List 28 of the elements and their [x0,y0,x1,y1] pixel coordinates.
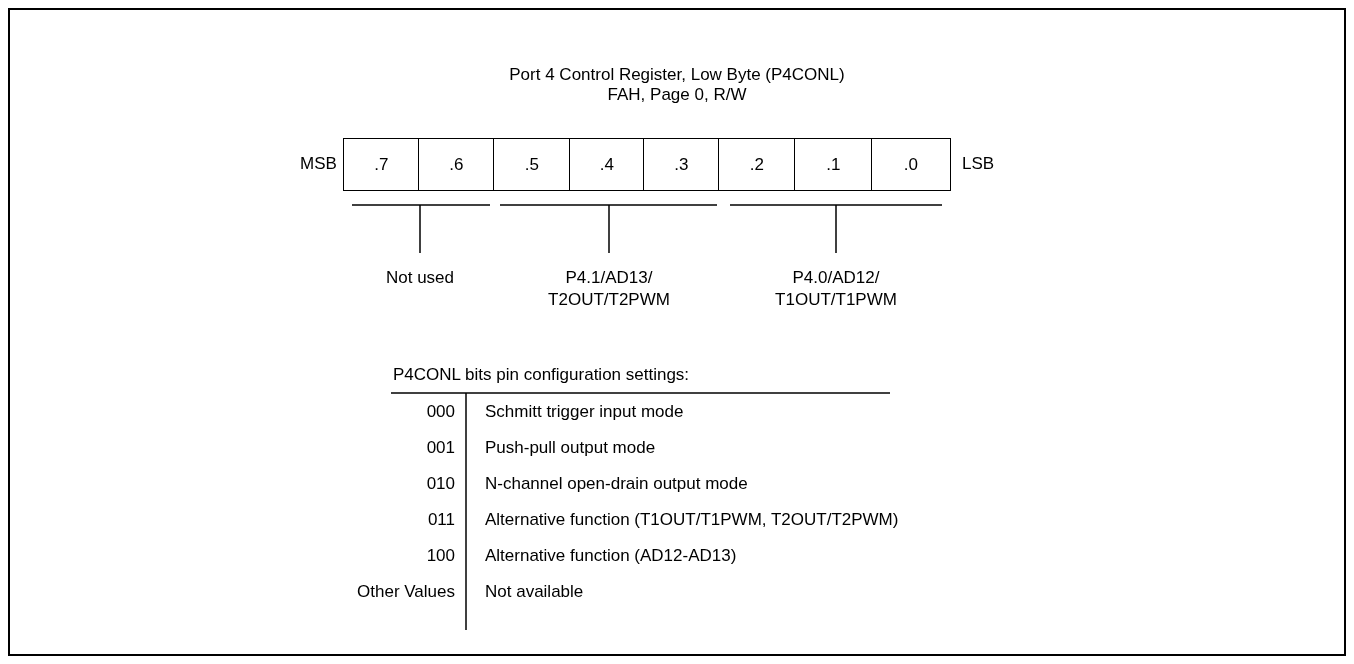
register-subtitle: FAH, Page 0, R/W [606,85,748,105]
mode-description: N-channel open-drain output mode [485,474,748,494]
bit-cell: .1 [794,138,873,191]
code-value: Other Values [356,582,455,602]
bit-field-label: P4.1/AD13/ T2OUT/T2PWM [547,267,671,311]
mode-description: Schmitt trigger input mode [485,402,684,422]
bit-cell: .2 [718,138,796,191]
mode-description: Alternative function (AD12-AD13) [485,546,737,566]
code-value: 010 [425,474,455,494]
code-value: 001 [425,438,455,458]
register-title: Port 4 Control Register, Low Byte (P4CONL) [508,65,846,85]
mode-description: Push-pull output mode [485,438,656,458]
code-value: 000 [425,402,455,422]
bit-cell: .6 [418,138,495,191]
bit-cell: .5 [493,138,571,191]
lsb-label: LSB [962,154,995,174]
bit-cell: .7 [343,138,420,191]
msb-label: MSB [300,154,337,174]
bit-cell: .4 [569,138,645,191]
mode-description: Alternative function (T1OUT/T1PWM, T2OUT/T2PWM) [485,510,899,530]
bit-cell: .3 [643,138,720,191]
code-value: 100 [425,546,455,566]
bit-field-label: P4.0/AD12/ T1OUT/T1PWM [774,267,898,311]
code-value: 011 [426,510,455,530]
mode-description: Not available [485,582,584,602]
bit-field-label: Not used [384,267,455,289]
table-heading: P4CONL bits pin configuration settings: [393,365,690,385]
bit-cell: .0 [871,138,951,191]
